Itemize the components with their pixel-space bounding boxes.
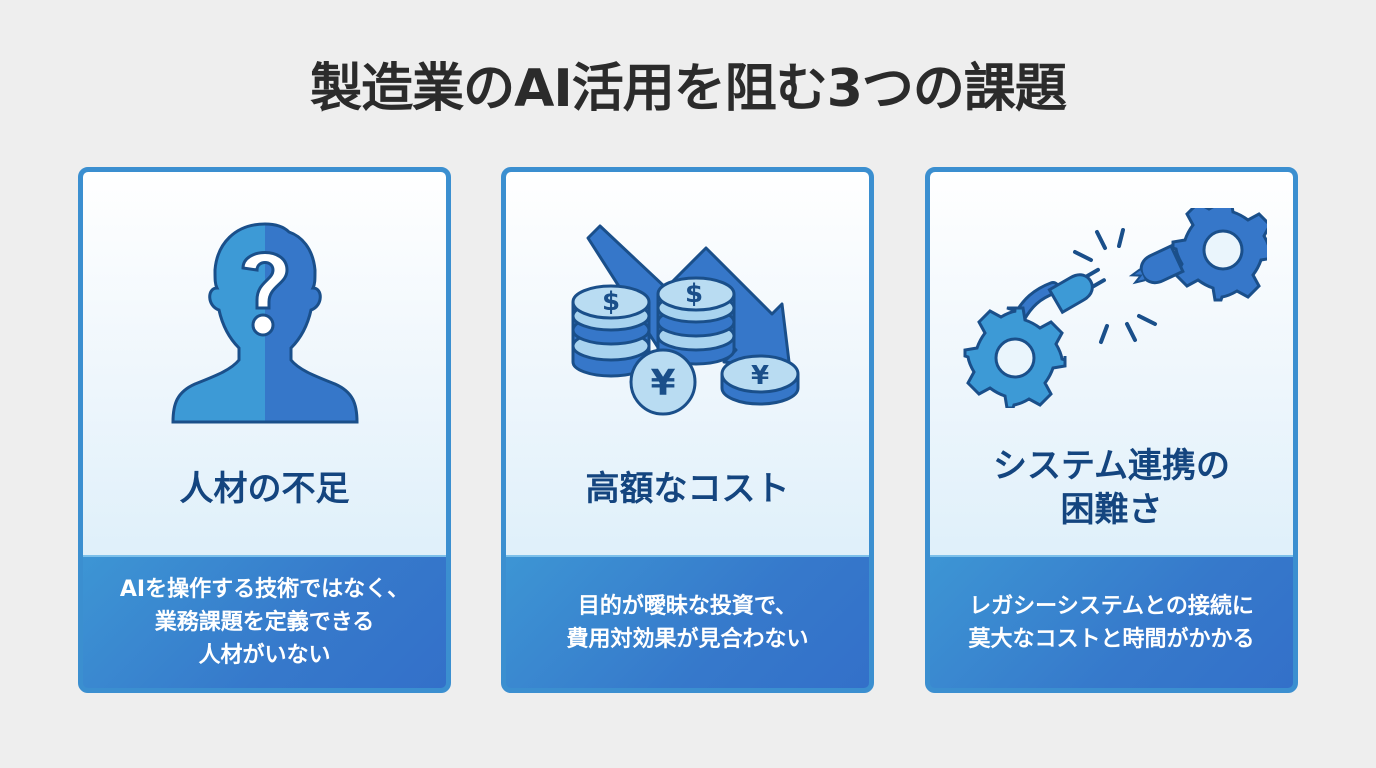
challenge-card-integration: システム連携の 困難さ レガシーシステムとの接続に 莫大なコストと時間がかかる — [925, 167, 1298, 693]
card-top-panel: システム連携の 困難さ — [930, 172, 1293, 557]
card-description: レガシーシステムとの接続に 莫大なコストと時間がかかる — [968, 593, 1255, 652]
card-description-panel: 目的が曖昧な投資で、 費用対効果が見合わない — [506, 557, 869, 688]
card-heading: 高額なコスト — [585, 469, 790, 509]
challenge-card-cost: $ $ ¥ ¥ — [501, 167, 874, 693]
card-description: AIを操作する技術ではなく、 業務課題を定義できる 人材がいない — [119, 577, 410, 668]
coins-falling-arrow-icon: $ $ ¥ ¥ — [571, 224, 799, 416]
disconnected-gears-plug-icon — [963, 208, 1267, 408]
card-description: 目的が曖昧な投資で、 費用対効果が見合わない — [566, 593, 809, 652]
person-question-icon — [171, 222, 358, 424]
card-top-panel: $ $ ¥ ¥ — [506, 172, 869, 557]
card-description-panel: AIを操作する技術ではなく、 業務課題を定義できる 人材がいない — [83, 557, 446, 688]
card-heading: システム連携の 困難さ — [993, 446, 1230, 530]
svg-text:¥: ¥ — [750, 361, 768, 391]
svg-text:¥: ¥ — [650, 363, 675, 404]
svg-text:$: $ — [601, 287, 619, 317]
card-heading: 人材の不足 — [179, 469, 350, 509]
challenge-card-talent: 人材の不足 AIを操作する技術ではなく、 業務課題を定義できる 人材がいない — [78, 167, 451, 693]
card-top-panel: 人材の不足 — [83, 172, 446, 557]
svg-text:$: $ — [684, 279, 702, 309]
card-description-panel: レガシーシステムとの接続に 莫大なコストと時間がかかる — [930, 557, 1293, 688]
page-title: 製造業のAI活用を阻む3つの課題 — [310, 59, 1067, 119]
